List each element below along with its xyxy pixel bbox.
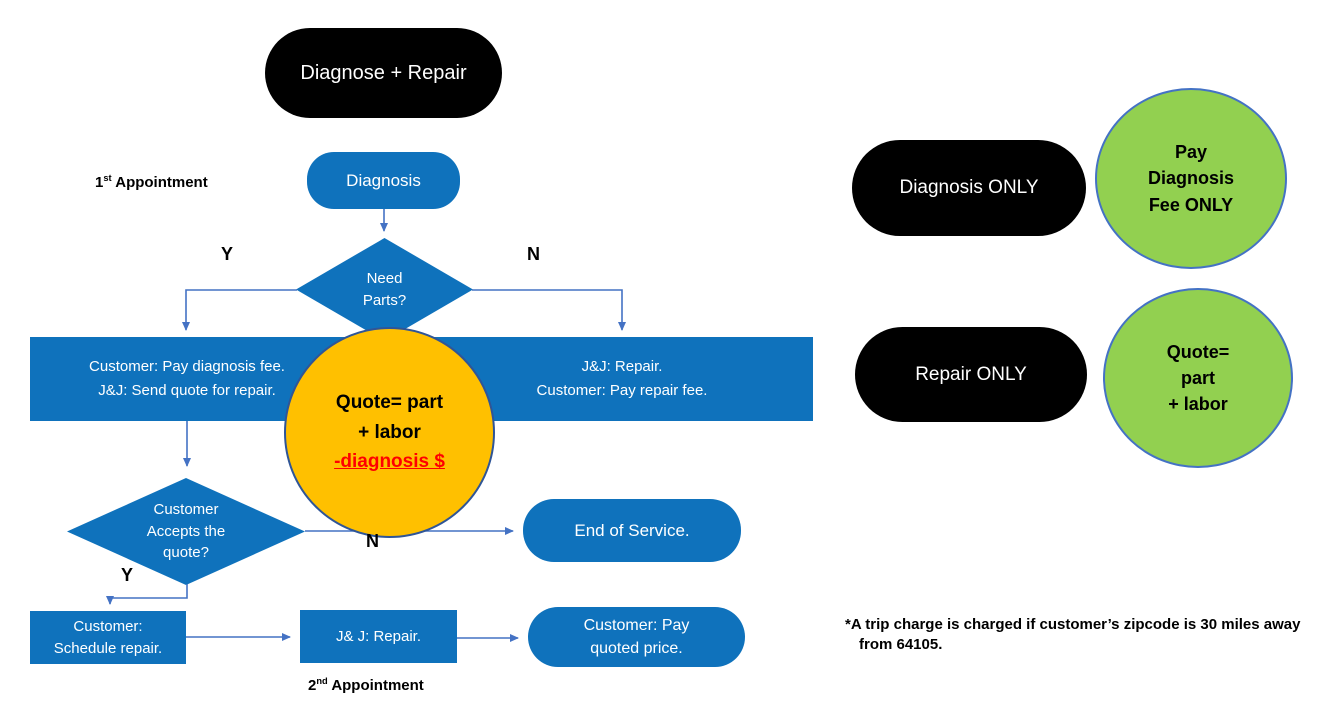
need-parts-line1: Need [366,269,403,287]
start-node-diagnose-repair: Diagnose + Repair [265,28,502,118]
legend-quote-line1: Quote= [1166,341,1230,362]
schedule-line2: Schedule repair. [53,639,163,657]
repair-only-node: Repair ONLY [855,327,1087,422]
customer-accepts-decision: Customer Accepts the quote? [67,478,305,585]
repair-only-label: Repair ONLY [915,363,1027,385]
connector-needparts-yes [182,289,297,331]
schedule-line1: Customer: [73,617,143,635]
bar-right-line2: Customer: Pay repair fee. [536,382,708,399]
quote-formula-circle: Quote= part + labor -diagnosis $ [284,327,495,538]
pay-quoted-line2: quoted price. [590,640,683,657]
branch2-yes-label: Y [121,565,134,585]
first-appointment-label: 1st Appointment [95,173,208,191]
pay-quoted-line1: Customer: Pay [583,616,690,634]
connector-accepts-yes-to-schedule [106,584,188,605]
need-parts-line2: Parts? [362,291,407,309]
accepts-line2: Accepts the [146,522,226,540]
quote-line3-minus-diagnosis: -diagnosis $ [334,451,445,473]
diagnosis-node: Diagnosis [307,152,460,209]
connector-needparts-no [472,289,626,331]
jj-repair-label: J& J: Repair. [335,628,422,645]
end-of-service-node: End of Service. [523,499,741,562]
pay-diagnosis-fee-circle: Pay Diagnosis Fee ONLY [1095,88,1287,269]
quote-part-labor-circle: Quote= part + labor [1103,288,1293,468]
second-appointment-label: 2nd Appointment [308,676,424,694]
quote-line2: + labor [358,421,421,443]
trip-charge-footnote: *A trip charge is charged if customer’s … [845,615,1315,655]
branch1-no-label: N [527,244,540,264]
schedule-repair-node: Customer: Schedule repair. [30,611,186,664]
footnote-line2: from 64105. [859,636,943,653]
diagnosis-label: Diagnosis [346,170,421,190]
bar-left-text: Customer: Pay diagnosis fee. J&J: Send q… [30,337,344,421]
diagnosis-only-node: Diagnosis ONLY [852,140,1086,236]
accepts-line1: Customer [153,500,219,518]
jj-repair-node: J& J: Repair. [300,610,457,663]
branch1-yes-label: Y [221,244,234,264]
accepts-line3: quote? [163,544,209,562]
branch2-no-label: N [366,531,379,551]
bar-left-line2: J&J: Send quote for repair. [98,382,276,399]
quote-line1: Quote= part [335,392,444,414]
end-of-service-label: End of Service. [574,520,690,540]
footnote-line1: *A trip charge is charged if customer’s … [845,616,1301,633]
start-node-label: Diagnose + Repair [300,61,467,84]
bar-right-line1: J&J: Repair. [581,358,663,375]
bar-left-line1: Customer: Pay diagnosis fee. [89,358,285,375]
diagnosis-only-label: Diagnosis ONLY [899,177,1039,198]
bar-right-text: J&J: Repair. Customer: Pay repair fee. [477,337,767,421]
pay-diag-line3: Fee ONLY [1148,194,1234,215]
legend-quote-line2: part [1180,367,1215,388]
pay-diag-line2: Diagnosis [1147,168,1235,189]
pay-diag-line1: Pay [1174,142,1208,163]
legend-quote-line3: + labor [1168,394,1228,415]
pay-quoted-price-node: Customer: Pay quoted price. [528,607,745,667]
need-parts-decision: Need Parts? [296,238,473,341]
